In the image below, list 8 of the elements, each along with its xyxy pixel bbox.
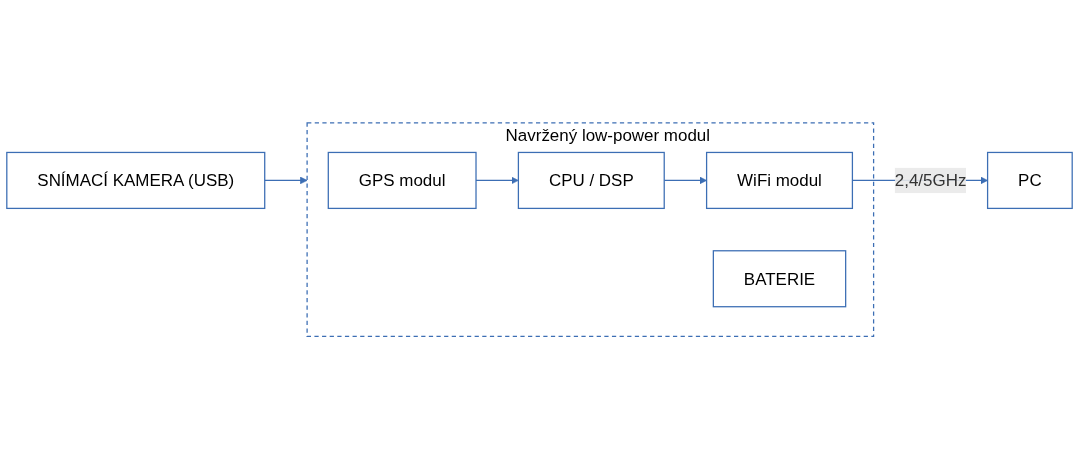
node-box: WiFi modul [705, 151, 854, 209]
edge-label: 2,4/5GHz [894, 171, 967, 190]
node-box: CPU / DSP [517, 151, 665, 209]
node-box: SNÍMACÍ KAMERA (USB) [6, 151, 266, 209]
node-box: PC [986, 151, 1073, 209]
node-box: BATERIE [712, 250, 847, 308]
node-box: GPS modul [327, 151, 477, 209]
arrow [264, 176, 308, 185]
